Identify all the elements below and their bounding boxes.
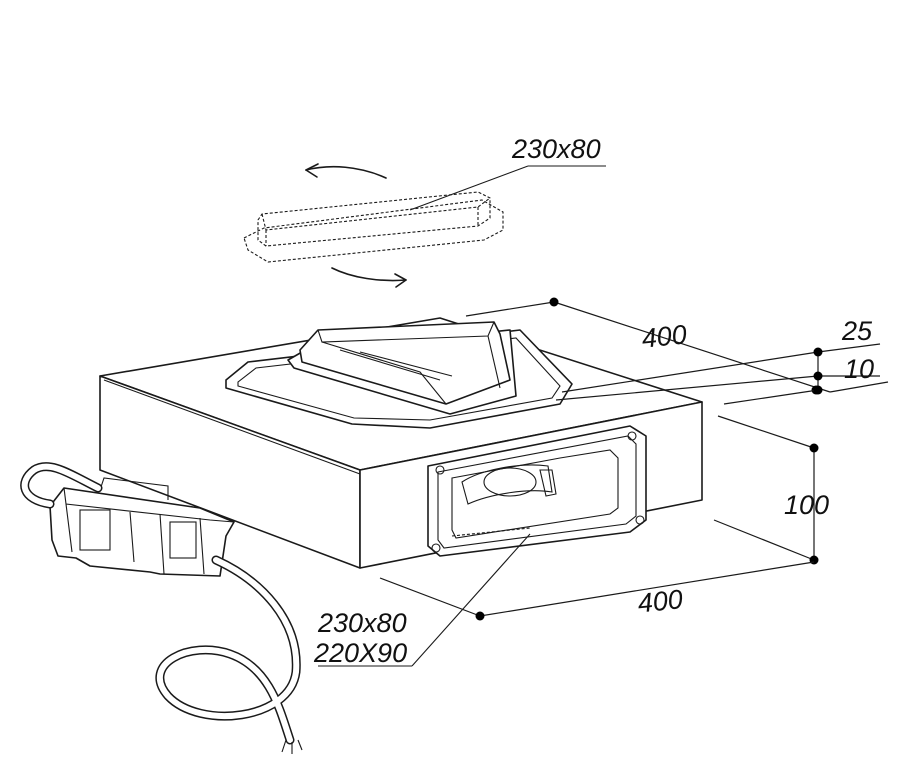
- dimension-height-stack: [555, 343, 889, 405]
- label-width-top: 400: [640, 319, 688, 354]
- power-cable: [20, 462, 303, 754]
- leader-outlet: [318, 533, 531, 667]
- label-width-bottom: 400: [636, 584, 684, 619]
- label-height-25: 25: [841, 316, 873, 346]
- label-outlet-b: 220X90: [313, 638, 407, 668]
- leader-top-collar: [409, 165, 606, 211]
- front-outlet: [427, 425, 647, 557]
- label-top-collar: 230x80: [511, 134, 601, 164]
- detached-collar: [243, 191, 504, 263]
- rotation-arrows: [305, 163, 407, 288]
- label-height-10: 10: [844, 354, 874, 384]
- top-plate: [225, 321, 573, 429]
- label-outlet-a: 230x80: [317, 608, 407, 638]
- dimension-width-bottom: [379, 561, 815, 621]
- dimension-width-top: [465, 297, 831, 395]
- junction-box: [49, 477, 235, 577]
- label-height-100: 100: [784, 490, 829, 520]
- dimension-height-100: [713, 415, 819, 565]
